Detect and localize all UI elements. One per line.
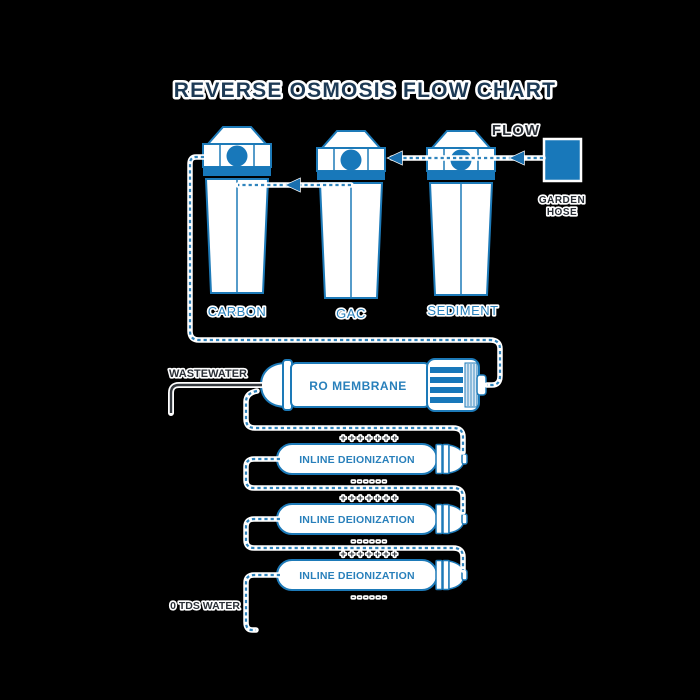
output-label: 0 TDS WATER bbox=[170, 600, 240, 612]
garden-hose-label-line1: GARDEN bbox=[539, 195, 585, 206]
flow-pipes bbox=[187, 150, 546, 633]
filter-carbon: CARBON bbox=[202, 126, 272, 321]
membrane-end-cap-stripe bbox=[430, 397, 463, 403]
filter-knob-icon bbox=[340, 149, 362, 171]
di-plus-marks: + + + + + + + bbox=[340, 493, 398, 504]
filter-label-sediment: SEDIMENT bbox=[427, 303, 498, 318]
di-end-port bbox=[461, 513, 468, 525]
pipe-di-1-to-di-2 bbox=[243, 456, 466, 515]
di-plus-marks: + + + + + + + bbox=[340, 549, 398, 560]
wastewater-output: WASTEWATER bbox=[167, 366, 265, 416]
di-end-port bbox=[461, 453, 468, 465]
garden-hose-source: FLOW GARDEN HOSE bbox=[490, 120, 586, 219]
pipe-membrane-to-di-1 bbox=[243, 388, 466, 455]
pipe-dash bbox=[244, 457, 465, 512]
ro-membrane: RO MEMBRANE bbox=[259, 358, 487, 412]
di-label: INLINE DEIONIZATION bbox=[299, 570, 415, 582]
flow-arrow-icon bbox=[508, 150, 525, 166]
membrane-end-cap-stripe bbox=[430, 367, 463, 373]
di-unit-1: + + + + + + + INLINE DEIONIZATION - - - … bbox=[276, 431, 468, 489]
pipe-dash bbox=[188, 155, 502, 387]
pipe-dash bbox=[244, 573, 280, 632]
garden-hose-square bbox=[542, 137, 583, 183]
wastewater-line bbox=[169, 383, 262, 413]
membrane-end-cap-stripe bbox=[430, 377, 463, 383]
filter-collar-stripe bbox=[427, 171, 495, 180]
flow-arrow-icon bbox=[284, 177, 301, 193]
di-minus-marks: - - - - - - bbox=[352, 476, 386, 487]
di-plus-marks: + + + + + + + bbox=[340, 433, 398, 444]
di-unit-3: + + + + + + + INLINE DEIONIZATION - - - … bbox=[276, 547, 468, 605]
filter-knob-icon bbox=[226, 145, 248, 167]
di-end-ring bbox=[435, 443, 443, 475]
pipe-di-3-output bbox=[243, 572, 283, 633]
filter-collar-stripe bbox=[203, 167, 271, 176]
pipe-di-2-to-di-3 bbox=[243, 516, 466, 573]
flow-label: FLOW bbox=[492, 122, 540, 139]
di-end-ring bbox=[442, 503, 450, 535]
filter-collar-stripe bbox=[317, 171, 385, 180]
garden-hose-label-line2: HOSE bbox=[547, 207, 577, 218]
di-label: INLINE DEIONIZATION bbox=[299, 514, 415, 526]
filter-label-gac: GAC bbox=[336, 306, 366, 321]
filter-gac: GAC bbox=[316, 130, 386, 323]
pipe-dash bbox=[244, 389, 465, 452]
di-minus-marks: - - - - - - bbox=[352, 592, 386, 603]
page-title: REVERSE OSMOSIS FLOW CHART bbox=[174, 79, 556, 102]
di-minus-marks: - - - - - - bbox=[352, 536, 386, 547]
pipe-dash bbox=[244, 517, 465, 570]
pipe-carbon-to-membrane bbox=[187, 154, 503, 388]
wastewater-label: WASTEWATER bbox=[169, 368, 247, 380]
flow-arrow-icon bbox=[386, 150, 403, 166]
di-label: INLINE DEIONIZATION bbox=[299, 454, 415, 466]
di-end-ring bbox=[435, 503, 443, 535]
membrane-end-cap-stripe bbox=[430, 387, 463, 393]
di-end-ring bbox=[442, 559, 450, 591]
di-end-ring bbox=[435, 559, 443, 591]
membrane-label: RO MEMBRANE bbox=[309, 379, 407, 393]
filter-label-carbon: CARBON bbox=[208, 304, 267, 319]
di-end-ring bbox=[442, 443, 450, 475]
di-unit-2: + + + + + + + INLINE DEIONIZATION - - - … bbox=[276, 491, 468, 549]
